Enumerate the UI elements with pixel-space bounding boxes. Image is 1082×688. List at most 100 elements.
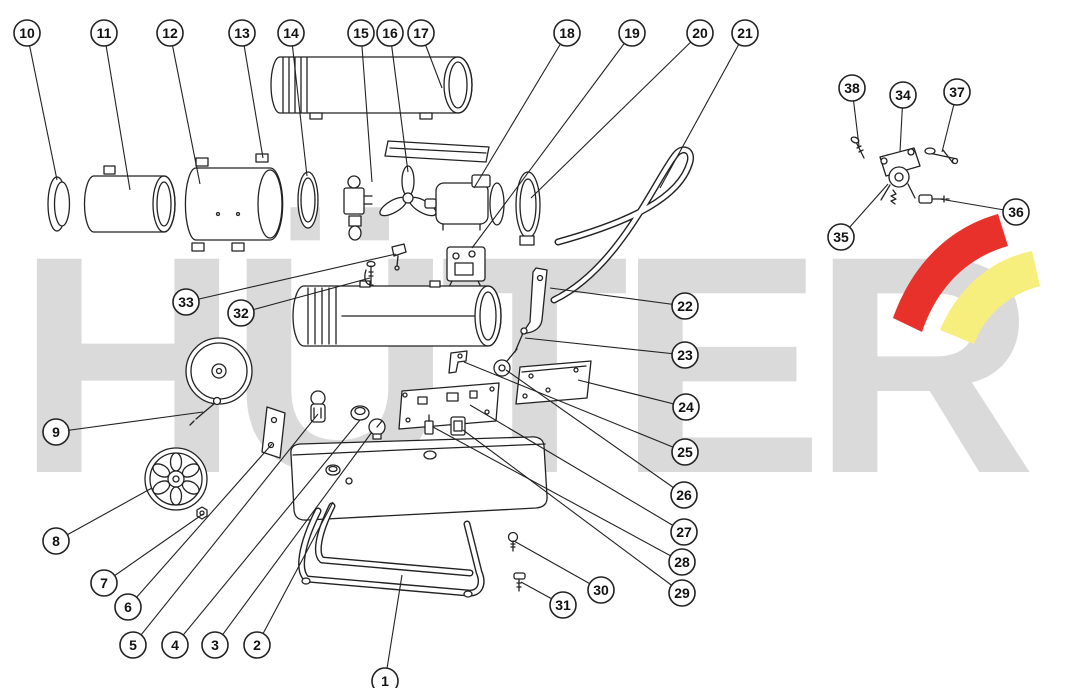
leader-line [185,253,397,303]
part-axle [189,396,222,426]
callout-number: 25 [677,444,693,460]
callout-number: 33 [178,294,194,310]
callout-28: 28 [432,426,696,576]
callout-circle [549,591,577,619]
callout-number: 3 [211,637,219,653]
callout-number: 18 [559,25,575,41]
callout-circle [670,518,698,546]
callout-circle [1002,198,1030,226]
callout-8: 8 [42,487,153,555]
callout-12: 12 [156,19,201,185]
part-bolt [513,572,526,592]
callout-circle [371,667,399,688]
leader-line [132,413,319,646]
leader-line [432,426,683,563]
leader-line [659,32,746,189]
callout-number: 30 [593,582,609,598]
leader-line [462,429,683,594]
leader-line [103,513,204,584]
callout-32: 32 [227,277,371,327]
callout-number: 38 [844,80,860,96]
callout-38: 38 [838,74,866,147]
callout-circle [553,19,581,47]
part-grommet [493,348,518,377]
leader-line [214,431,373,646]
callout-19: 19 [471,19,646,249]
callout-6: 6 [114,443,273,621]
leader-line [256,501,334,646]
callout-circle [161,631,189,659]
callout-circle [671,438,699,466]
callout-circle [243,631,271,659]
part-motor [424,174,505,231]
part-clips [191,153,269,252]
leader-line [360,32,373,183]
callout-circle [668,548,696,576]
leader-line [384,574,403,682]
callout-number: 29 [674,585,690,601]
callout-circle [156,19,184,47]
callout-15: 15 [347,19,375,183]
leader-line [26,32,58,181]
callout-21: 21 [659,19,759,189]
callout-number: 4 [171,637,179,653]
callout-number: 11 [97,25,112,41]
callout-number: 9 [52,424,60,440]
leader-line [389,32,409,173]
part-mount-bracket [384,140,490,163]
callout-number: 14 [283,25,299,41]
part-angle-bracket [448,350,468,374]
callout-number: 26 [676,487,692,503]
callout-35: 35 [827,183,889,251]
callout-circle [943,78,971,106]
callout-circle [90,569,118,597]
callout-number: 23 [677,347,693,363]
leader-line [577,379,687,408]
callout-number: 24 [678,399,694,415]
part-outer-shell-half [184,167,284,241]
callout-number: 17 [413,25,429,41]
callout-circle [671,341,699,369]
part-screw [507,531,519,552]
callout-number: 8 [52,533,60,549]
callout-number: 22 [677,298,693,314]
callout-22: 22 [549,287,699,320]
callout-circle [407,19,435,47]
callout-5: 5 [119,413,319,659]
part-igniter-box [446,246,486,290]
callout-29: 29 [462,429,696,607]
callout-circle [670,481,698,509]
callout-number: 31 [555,597,571,613]
part-fuel-assembly [343,175,373,241]
callout-17: 17 [407,19,443,89]
callout-number: 12 [162,25,178,41]
callout-number: 7 [100,575,108,591]
callout-37: 37 [941,78,971,153]
leader-line [103,32,131,191]
leader-line [174,419,361,646]
callout-number: 36 [1008,204,1024,220]
callout-number: 28 [674,554,690,570]
leader-line [530,32,701,199]
callout-number: 16 [382,25,398,41]
callout-circle [201,631,229,659]
part-tank-bracket [261,406,286,459]
callout-number: 15 [353,25,369,41]
part-end-flange [47,176,71,232]
callout-circle [277,19,305,47]
callout-33: 33 [172,253,397,316]
leader-line [513,540,602,591]
callout-number: 32 [233,305,249,321]
callout-number: 27 [676,524,692,540]
part-power-switch [450,416,466,436]
callout-circle [347,19,375,47]
callout-number: 1 [381,673,389,688]
callout-number: 34 [895,87,911,103]
part-wheel [144,447,208,511]
callout-7: 7 [90,513,204,597]
callout-circle [13,19,41,47]
leader-line [55,487,153,542]
